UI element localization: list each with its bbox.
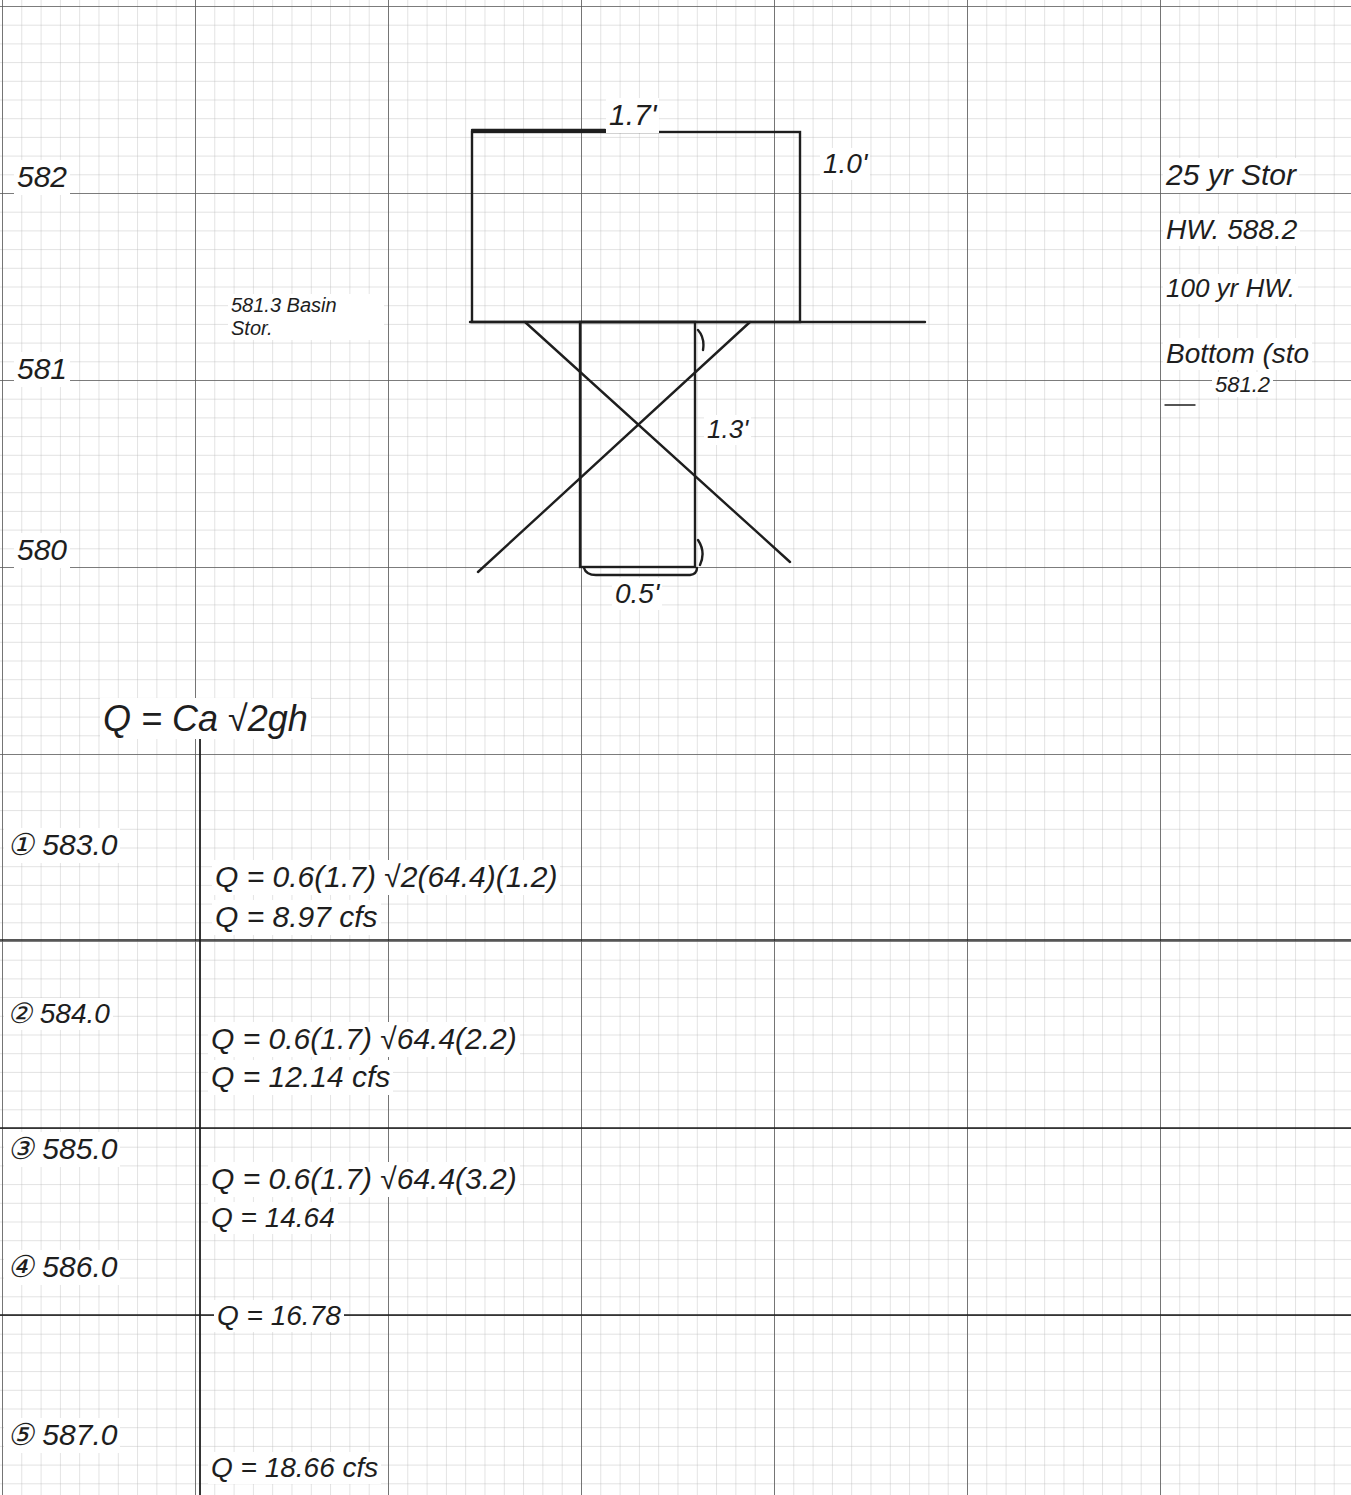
lower-orifice — [580, 322, 695, 567]
step-label: ④ 586.0 — [4, 1250, 120, 1285]
separator-line — [0, 1127, 1351, 1128]
note-label: 100 yr HW. — [1163, 274, 1298, 304]
elevation-label: 581 — [14, 352, 70, 387]
elevation-label: 580 — [14, 533, 70, 568]
margin-line — [199, 700, 201, 1495]
cross-line — [525, 322, 790, 562]
note-label: HW. 588.2 — [1163, 214, 1300, 246]
note-label: Bottom (sto — [1163, 338, 1312, 370]
calculation-label: Q = 0.6(1.7) √2(64.4)(1.2) — [212, 860, 560, 895]
calculation-label: Q = 12.14 cfs — [208, 1060, 393, 1095]
step-label: ② 584.0 — [4, 998, 113, 1030]
calculation-label: Q = 0.6(1.7) √64.4(2.2) — [208, 1022, 520, 1057]
note-label: 581.3 Basin Stor. — [228, 294, 384, 340]
dimension-tick — [698, 330, 703, 565]
dimension-label: 1.3' — [704, 415, 751, 445]
step-label: ① 583.0 — [4, 828, 120, 863]
note-label: 25 yr Stor — [1163, 158, 1299, 193]
dimension-label: 1.0' — [820, 148, 870, 180]
elevation-label: 582 — [14, 160, 70, 195]
dimension-label: 1.7' — [606, 98, 659, 133]
basin-storage-line — [470, 321, 925, 323]
cross-line — [478, 322, 750, 572]
calculation-label: Q = 0.6(1.7) √64.4(3.2) — [208, 1162, 520, 1197]
upper-orifice — [472, 132, 800, 322]
calculation-label: Q = 14.64 — [208, 1202, 338, 1234]
separator-line — [0, 939, 1351, 940]
dimension-bracket — [584, 568, 697, 575]
dimension-line — [472, 129, 605, 131]
formula-label: Q = Ca √2gh — [100, 698, 311, 739]
calculation-label: Q = 8.97 cfs — [212, 900, 381, 935]
dimension-label: 0.5' — [612, 578, 662, 610]
note-label: 581.2 — [1212, 372, 1273, 397]
calculation-label: Q = 16.78 — [214, 1300, 344, 1332]
underline — [1165, 404, 1195, 405]
step-label: ③ 585.0 — [4, 1132, 120, 1167]
calculation-label: Q = 18.66 cfs — [208, 1452, 381, 1484]
separator-line — [0, 1314, 1351, 1315]
step-label: ⑤ 587.0 — [4, 1418, 120, 1453]
